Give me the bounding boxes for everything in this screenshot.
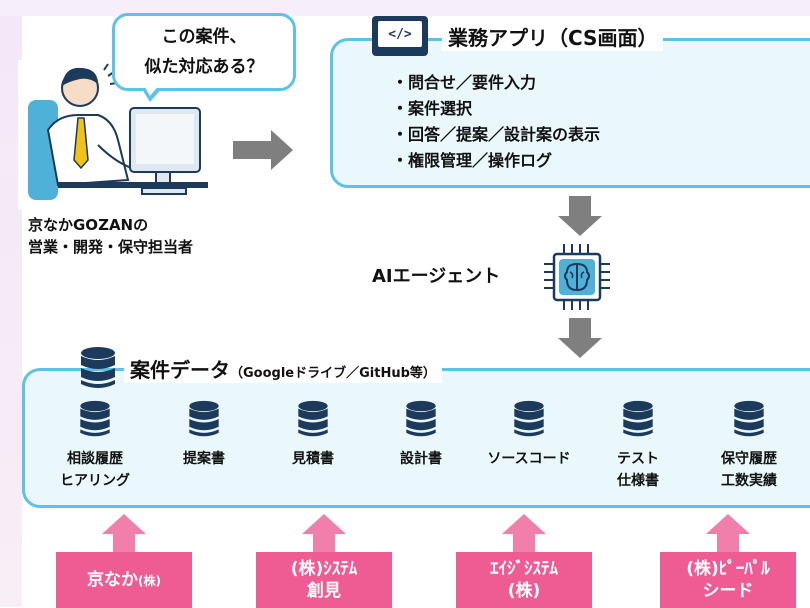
app-feature-item: ・回答／提案／設計案の表示 [392, 125, 601, 144]
company-box: (株)ｼｽﾃﾑ 創見 [256, 552, 392, 608]
data-source-label-2: ヒアリング [60, 473, 130, 489]
data-source-label: ソースコード [487, 451, 571, 467]
project-data-title: 案件データ（Googleドライブ／GitHub等） [124, 353, 442, 383]
company-name-suffix: (株) [138, 573, 161, 588]
data-source-item: 相談履歴ヒアリング [50, 400, 140, 492]
data-source-label: 提案書 [183, 451, 225, 467]
arrow-up-icon [302, 514, 346, 554]
data-source-item: ソースコード [474, 400, 584, 470]
arrow-right-icon [233, 130, 293, 170]
arrow-up-icon [102, 514, 146, 554]
company-name-line-2: シード [702, 581, 754, 601]
database-icon [514, 400, 544, 437]
bubble-tail-inner [143, 84, 160, 96]
company-box: 京なか(株) [56, 552, 192, 608]
company-name: 京なか(株) [87, 569, 161, 592]
database-icon [623, 400, 653, 437]
app-feature-item: ・案件選択 [392, 99, 473, 118]
data-source-item: 保守履歴工数実績 [704, 400, 794, 492]
database-icon [734, 400, 764, 437]
user-caption-line-1: 京なかGOZANの [28, 216, 149, 234]
database-icon [298, 400, 328, 437]
business-app-title: 業務アプリ（CS画面） [442, 21, 664, 51]
company-name-line-1: (株)ﾋﾟｰﾊﾟﾙ [686, 559, 770, 579]
company-box: ｴｲｼﾞｼｽﾃﾑ (株) [456, 552, 592, 608]
business-app-feature-list: ・問合せ／要件入力 ・案件選択 ・回答／提案／設計案の表示 ・権限管理／操作ログ [392, 70, 600, 174]
business-app-panel [330, 38, 810, 188]
app-feature-item: ・権限管理／操作ログ [392, 151, 553, 170]
project-data-title-text: 案件データ [130, 357, 230, 382]
ai-agent-label: AIエージェント [372, 266, 501, 287]
company-box: (株)ﾋﾟｰﾊﾟﾙ シード [660, 552, 796, 608]
data-source-label: 保守履歴 [721, 451, 777, 467]
user-caption-line-2: 営業・開発・保守担当者 [28, 238, 194, 256]
data-source-label: テスト [617, 451, 659, 467]
code-monitor-icon-text: </> [378, 21, 422, 47]
project-data-subtitle: （Googleドライブ／GitHub等） [230, 365, 436, 381]
database-icon [80, 400, 110, 437]
background-strip-top [0, 0, 810, 16]
arrow-up-icon [706, 514, 750, 554]
data-source-item: 見積書 [268, 400, 358, 470]
data-source-item: 提案書 [159, 400, 249, 470]
arrow-down-icon [558, 318, 602, 358]
bubble-line-2: 似た対応ある？ [144, 57, 264, 77]
ai-brain-chip-icon [544, 244, 610, 310]
database-icon [189, 400, 219, 437]
project-data-header: 案件データ（Googleドライブ／GitHub等） [80, 345, 442, 391]
app-feature-item: ・問合せ／要件入力 [392, 73, 537, 92]
data-source-label: 設計書 [400, 451, 442, 467]
database-icon [406, 400, 436, 437]
company-name-line-1: ｴｲｼﾞｼｽﾃﾑ [490, 559, 558, 579]
speech-bubble: この案件、 似た対応ある？ [112, 13, 296, 91]
data-source-item: テスト仕様書 [593, 400, 683, 492]
company-name-main: 京なか [87, 569, 138, 590]
business-app-header: </> 業務アプリ（CS画面） [372, 14, 664, 58]
company-name-line-2: (株) [507, 581, 541, 601]
company-name-line-1: (株)ｼｽﾃﾑ [290, 559, 358, 579]
arrow-up-icon [502, 514, 546, 554]
code-monitor-icon: </> [372, 16, 428, 56]
data-source-label: 見積書 [292, 451, 334, 467]
data-source-label-2: 工数実績 [721, 473, 777, 489]
bubble-line-1: この案件、 [161, 27, 247, 47]
company-name-line-2: 創見 [307, 581, 341, 601]
data-source-label-2: 仕様書 [617, 473, 659, 489]
background-strip [0, 0, 22, 607]
data-source-item: 設計書 [376, 400, 466, 470]
user-caption: 京なかGOZANの 営業・開発・保守担当者 [28, 214, 193, 258]
data-source-label: 相談履歴 [67, 451, 123, 467]
arrow-down-icon [558, 196, 602, 236]
database-icon [81, 347, 115, 388]
